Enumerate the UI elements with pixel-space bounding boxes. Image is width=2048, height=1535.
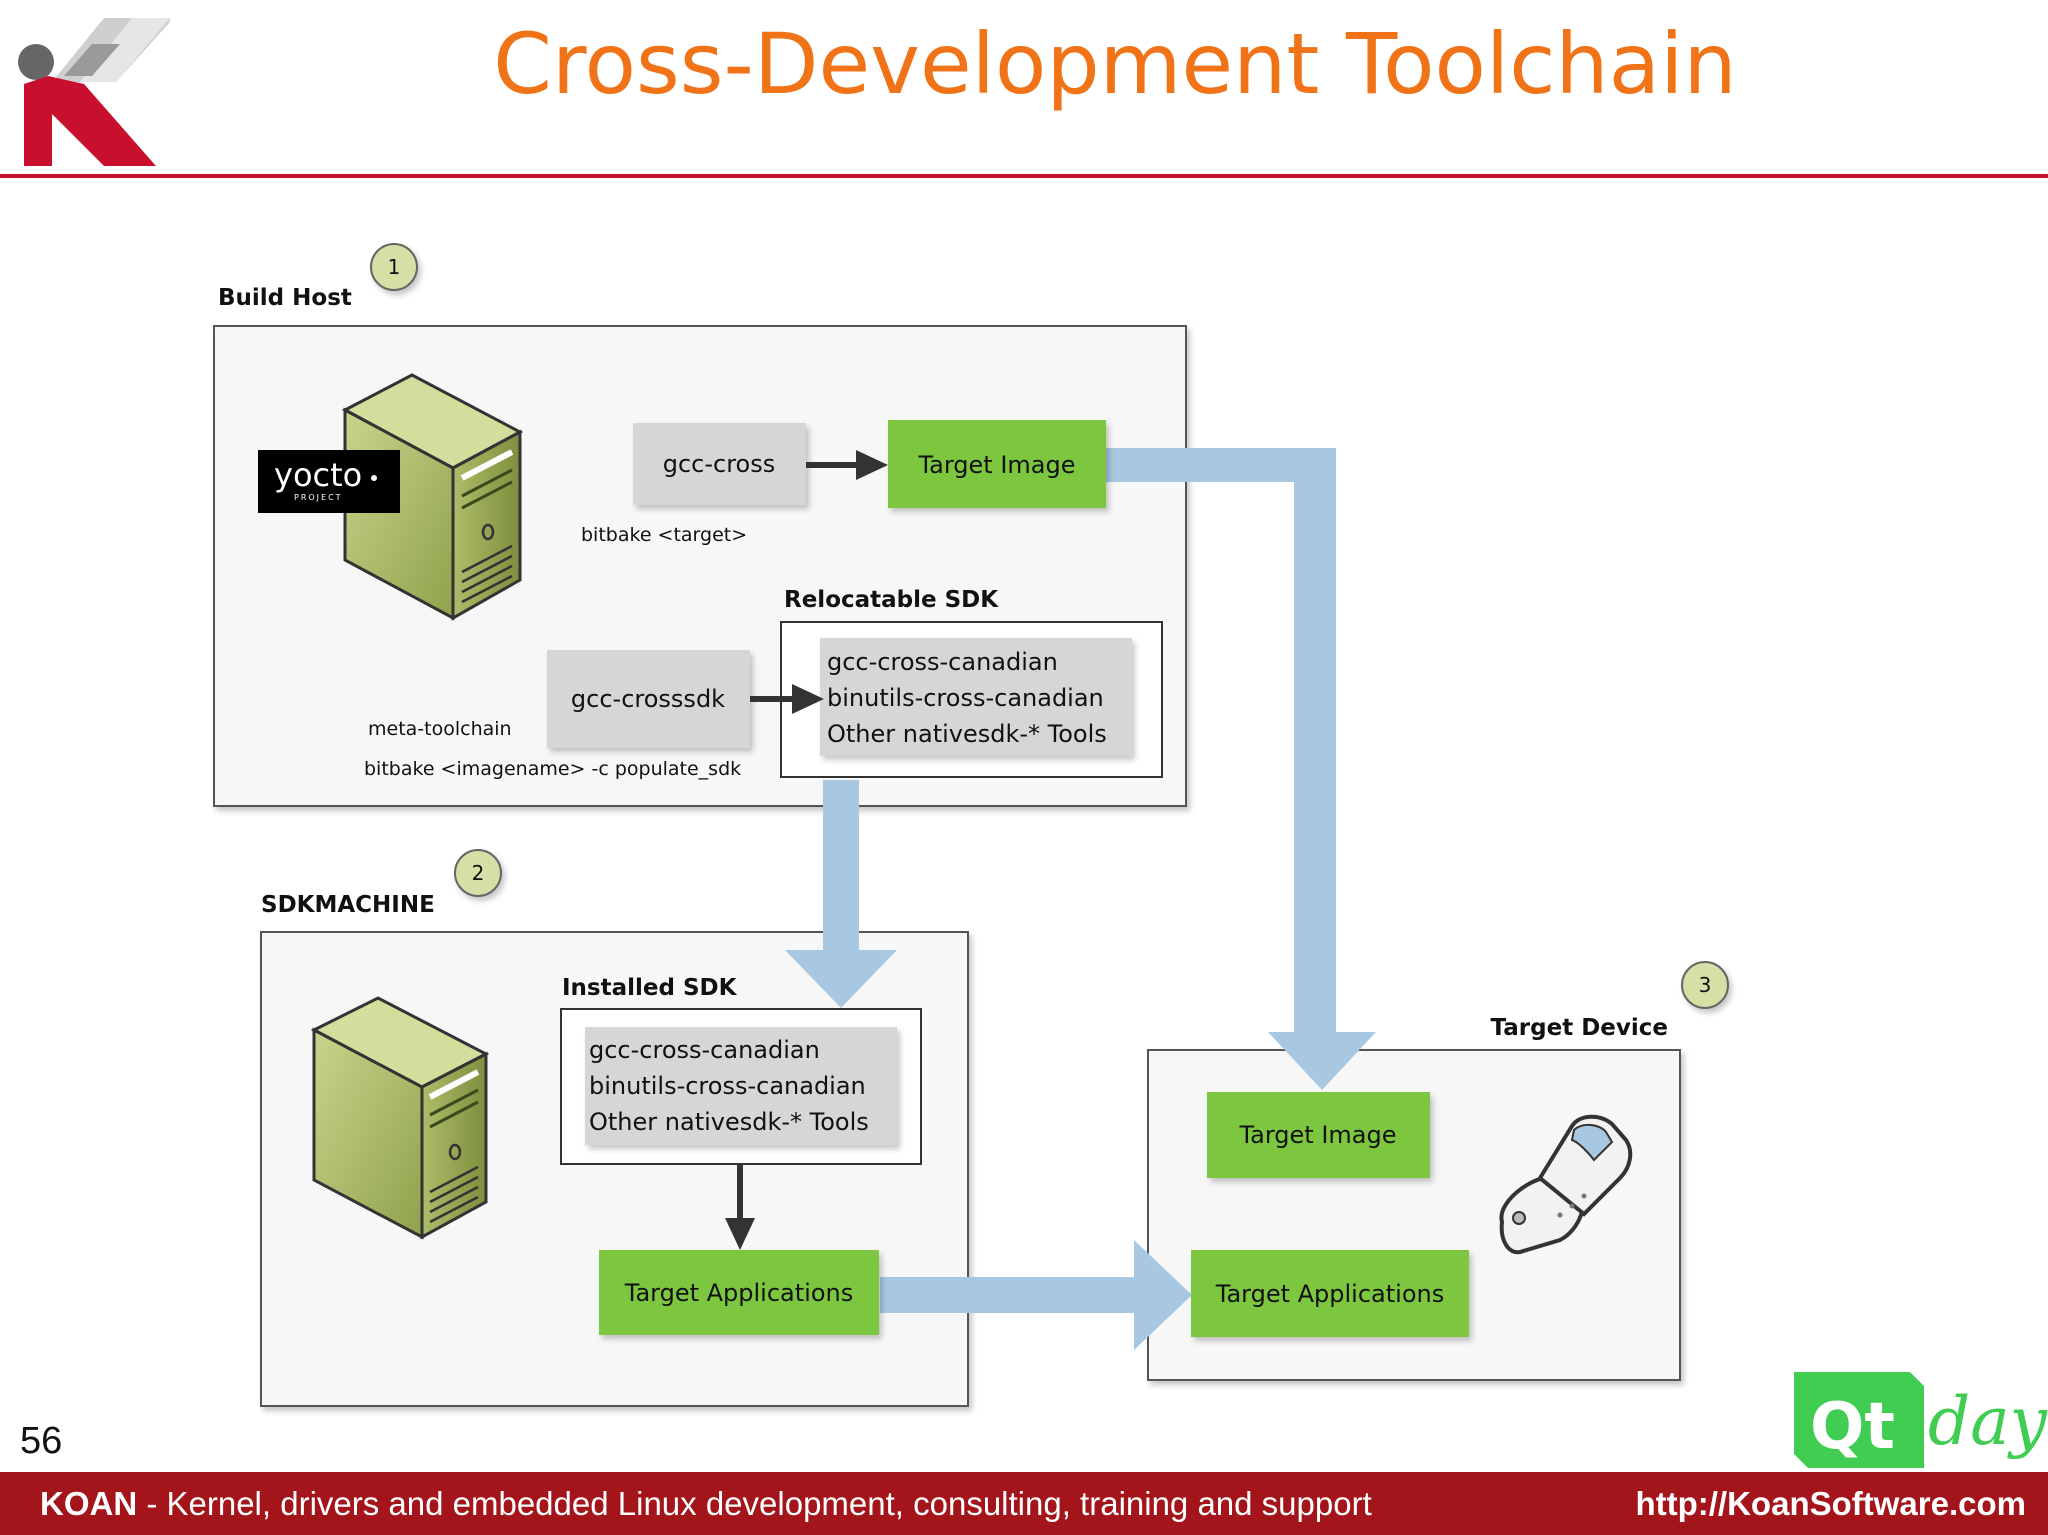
header-divider bbox=[0, 174, 2048, 178]
step-1-number: 1 bbox=[388, 255, 401, 279]
flow-arrow-apps-to-device bbox=[880, 1240, 1192, 1350]
arrow-sdk-to-apps bbox=[725, 1164, 755, 1250]
footer-bar: KOAN - Kernel, drivers and embedded Linu… bbox=[0, 1472, 2048, 1535]
arrow-crosssdk-to-sdk bbox=[750, 684, 824, 714]
relocatable-sdk-line-2: binutils-cross-canadian bbox=[827, 684, 1104, 712]
device-target-applications-box bbox=[1191, 1250, 1469, 1337]
installed-sdk-tools-box bbox=[585, 1027, 897, 1145]
device-target-image-label: Target Image bbox=[1238, 1121, 1396, 1149]
build-host-label: Build Host bbox=[218, 285, 352, 311]
relocatable-sdk-line-1: gcc-cross-canadian bbox=[827, 648, 1058, 676]
step-3-number: 3 bbox=[1699, 973, 1712, 997]
target-image-box bbox=[888, 420, 1106, 508]
step-3-circle bbox=[1681, 961, 1729, 1009]
gcc-cross-label: gcc-cross bbox=[663, 450, 776, 478]
qtday-logo: Qt day bbox=[1794, 1372, 2048, 1468]
footer-url-link[interactable]: http://KoanSoftware.com bbox=[1635, 1485, 2026, 1522]
installed-sdk-title: Installed SDK bbox=[562, 975, 738, 1001]
flow-arrow-image-to-device bbox=[1106, 448, 1376, 1090]
slide-title: Cross-Development Toolchain bbox=[493, 15, 1737, 113]
device-target-image-box bbox=[1207, 1092, 1430, 1178]
device-target-applications-label: Target Applications bbox=[1215, 1280, 1444, 1308]
qtday-logo-qt: Qt bbox=[1810, 1390, 1895, 1464]
koan-logo-icon bbox=[18, 18, 170, 166]
footer-tagline: KOAN - Kernel, drivers and embedded Linu… bbox=[40, 1485, 1372, 1523]
bitbake-target-caption: bitbake <target> bbox=[581, 524, 747, 546]
relocatable-sdk-line-3: Other nativesdk-* Tools bbox=[827, 720, 1107, 748]
meta-toolchain-caption: meta-toolchain bbox=[368, 718, 512, 740]
installed-sdk-line-2: binutils-cross-canadian bbox=[589, 1072, 866, 1100]
sdkmachine-label: SDKMACHINE bbox=[261, 892, 435, 918]
gcc-crosssdk-box bbox=[547, 650, 750, 748]
installed-sdk-line-1: gcc-cross-canadian bbox=[589, 1036, 820, 1064]
step-2-number: 2 bbox=[472, 861, 485, 885]
relocatable-sdk-tools-box bbox=[820, 638, 1132, 756]
sdk-target-applications-label: Target Applications bbox=[624, 1279, 853, 1307]
yocto-logo-subtext: PROJECT bbox=[294, 493, 343, 502]
installed-sdk-line-3: Other nativesdk-* Tools bbox=[589, 1108, 869, 1136]
target-image-label: Target Image bbox=[917, 451, 1075, 479]
arrow-gcc-cross-to-image bbox=[806, 450, 888, 480]
yocto-logo-text: yocto bbox=[274, 456, 362, 494]
page-number: 56 bbox=[20, 1420, 63, 1462]
relocatable-sdk-title: Relocatable SDK bbox=[784, 587, 999, 613]
server-tower-icon bbox=[310, 996, 490, 1240]
qtday-logo-day: day bbox=[1928, 1383, 2048, 1460]
flow-arrow-sdk-to-sdkmachine bbox=[785, 780, 897, 1008]
sdk-target-applications-box bbox=[599, 1250, 879, 1335]
step-1-circle bbox=[370, 243, 418, 291]
footer-brand: KOAN bbox=[40, 1485, 138, 1522]
step-2-circle bbox=[454, 849, 502, 897]
toolchain-diagram: 1 Build Host 2 SDKMACHINE 3 Target Devic… bbox=[213, 243, 1729, 1407]
target-device-label: Target Device bbox=[1491, 1015, 1668, 1041]
bitbake-populate-caption: bitbake <imagename> -c populate_sdk bbox=[364, 758, 741, 780]
flip-phone-icon bbox=[1499, 1114, 1633, 1255]
gcc-crosssdk-label: gcc-crosssdk bbox=[571, 685, 725, 713]
gcc-cross-box bbox=[633, 423, 806, 505]
footer-tagline-text: - Kernel, drivers and embedded Linux dev… bbox=[137, 1485, 1372, 1522]
yocto-logo: yocto PROJECT bbox=[258, 450, 400, 513]
